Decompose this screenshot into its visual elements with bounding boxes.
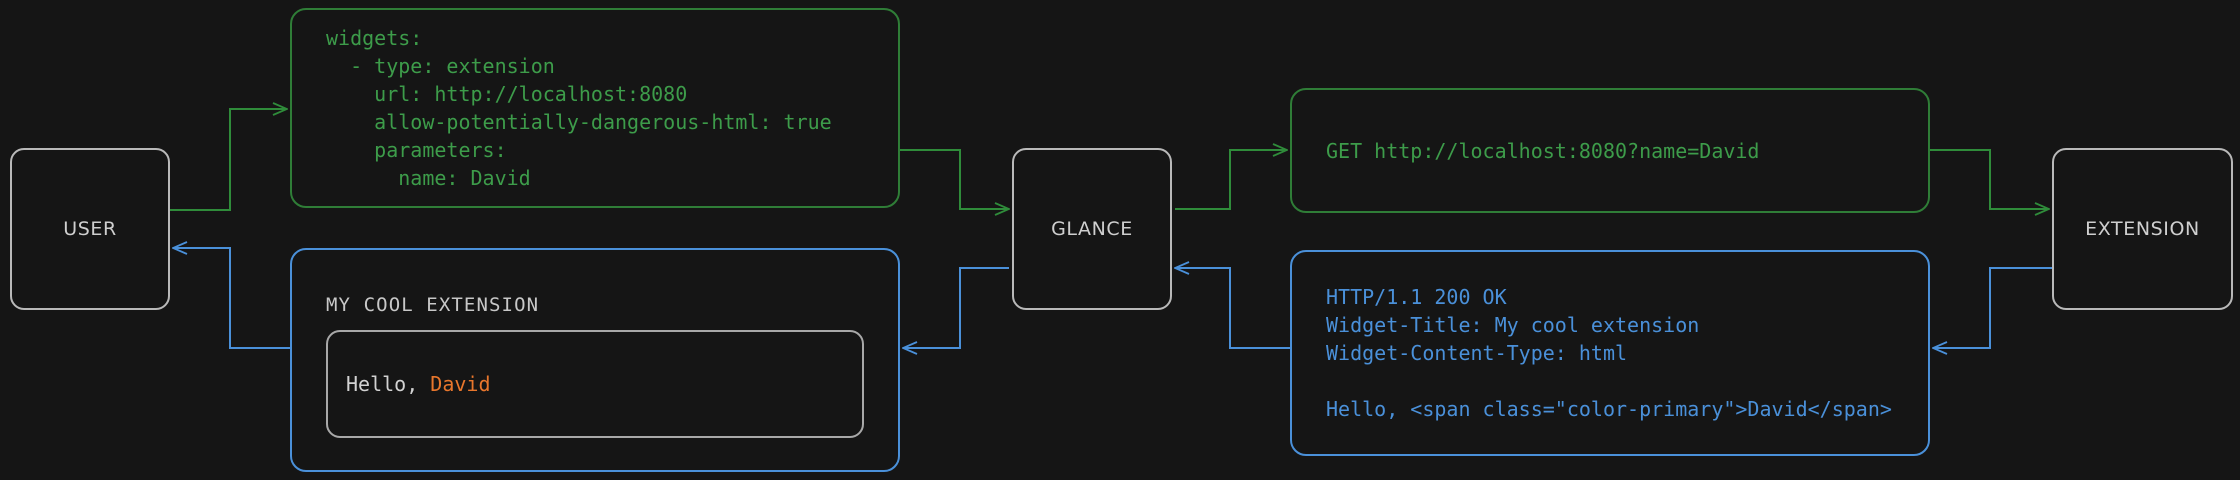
http-response-box: HTTP/1.1 200 OK Widget-Title: My cool ex… — [1290, 250, 1930, 456]
node-user-label: USER — [63, 218, 117, 240]
node-glance[interactable]: GLANCE — [1012, 148, 1172, 310]
rendered-widget-body: Hello, David — [326, 330, 864, 438]
config-yaml-text: widgets: - type: extension url: http://l… — [326, 26, 832, 190]
node-extension-label: EXTENSION — [2085, 218, 2200, 240]
connector-glance-to-widget — [903, 267, 1009, 348]
rendered-widget-title: MY COOL EXTENSION — [326, 294, 540, 316]
node-user[interactable]: USER — [10, 148, 170, 310]
connector-config-to-glance — [900, 149, 1009, 209]
widget-greeting-name: David — [430, 372, 491, 396]
node-extension[interactable]: EXTENSION — [2052, 148, 2233, 310]
node-glance-label: GLANCE — [1051, 218, 1133, 240]
http-request-box: GET http://localhost:8080?name=David — [1290, 88, 1930, 213]
http-request-text: GET http://localhost:8080?name=David — [1326, 138, 1760, 163]
widget-greeting-prefix: Hello, — [346, 372, 431, 396]
connector-response-to-glance — [1175, 268, 1290, 349]
config-yaml-box: widgets: - type: extension url: http://l… — [290, 8, 900, 208]
connector-widget-to-user — [173, 248, 290, 349]
rendered-widget-box: MY COOL EXTENSION Hello, David — [290, 248, 900, 472]
connector-extension-to-response — [1933, 267, 2052, 348]
connector-user-to-config — [170, 109, 287, 211]
connector-glance-to-request — [1175, 150, 1287, 210]
connector-request-to-extension — [1930, 149, 2049, 209]
http-response-text: HTTP/1.1 200 OK Widget-Title: My cool ex… — [1326, 285, 1892, 421]
